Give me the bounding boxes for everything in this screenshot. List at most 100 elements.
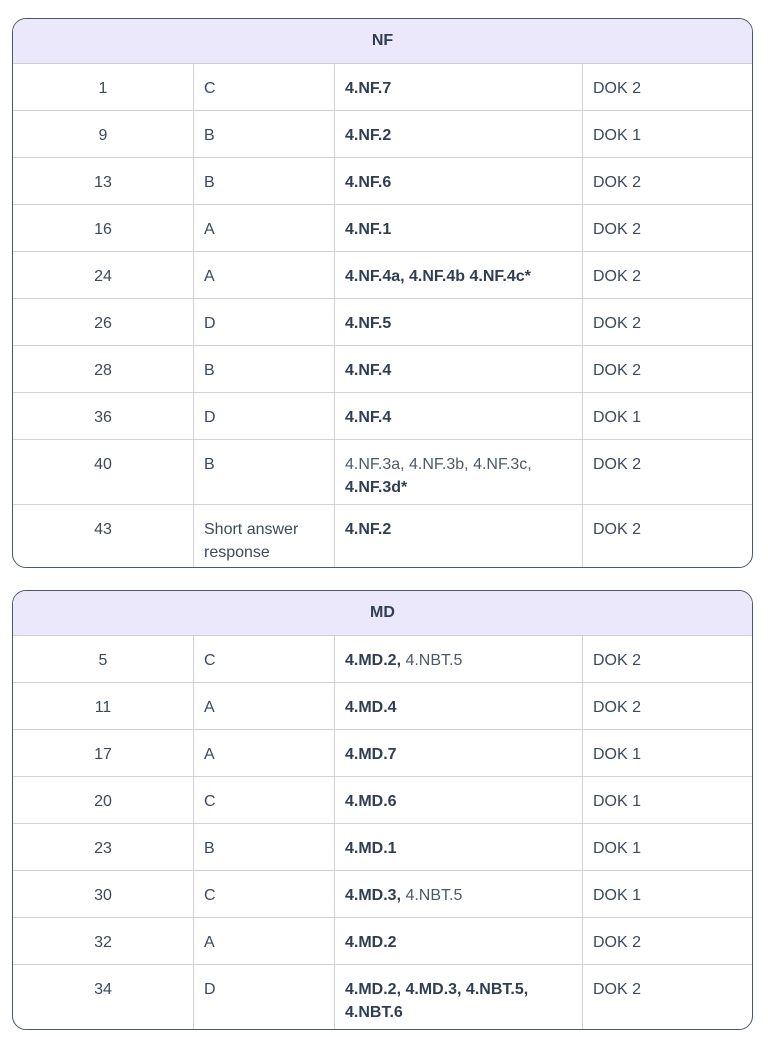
dok-level-cell: DOK 2 [593,221,642,238]
primary-standard: 4.NF.2 [345,127,392,144]
dok-level-cell: DOK 2 [593,268,642,285]
standard-cell: 4.NF.5 [335,299,583,345]
primary-standard: 4.MD.2 [345,934,397,951]
dok-level-cell: DOK 1 [593,746,642,763]
answer-key-cell: A [194,730,335,776]
secondary-standard: 4.NBT.5 [401,652,463,669]
answer-key-cell: B [194,111,335,157]
primary-standard: 4.NF.5 [345,315,392,332]
item-number-cell: 16 [13,205,194,251]
answer-key-cell: A [194,252,335,298]
primary-standard: 4.MD.2, [345,652,402,669]
standard-cell: 4.NF.2 [335,111,583,157]
answer-key-cell: D [194,299,335,345]
answer-key-cell: D [194,393,335,439]
primary-standard: 4.MD.1 [345,840,397,857]
primary-standard: 4.NF.4a, 4.NF.4b 4.NF.4c* [345,268,531,285]
dok-level-cell: DOK 2 [593,934,642,951]
dok-level-cell: DOK 2 [593,80,642,97]
standard-cell: 4.MD.4 [335,683,583,729]
standard-cell: 4.NF.2 [335,505,583,567]
standard-cell: 4.NF.1 [335,205,583,251]
dok-level-cell: DOK 1 [593,409,642,426]
item-number-cell: 5 [13,636,194,682]
item-number-cell: 32 [13,918,194,964]
standard-cell: 4.NF.3a, 4.NF.3b, 4.NF.3c, 4.NF.3d* [335,440,583,504]
dok-level-cell: DOK 2 [593,521,642,538]
answer-key-cell: C [194,777,335,823]
item-number-cell: 43 [13,505,194,567]
primary-standard: 4.NF.4 [345,409,392,426]
primary-standard: 4.MD.6 [345,793,397,810]
item-number-cell: 26 [13,299,194,345]
dok-level-cell: DOK 1 [593,887,642,904]
answer-key-cell: B [194,158,335,204]
standard-cell: 4.NF.7 [335,64,583,110]
item-number-cell: 9 [13,111,194,157]
item-number-cell: 13 [13,158,194,204]
answer-key-cell: C [194,636,335,682]
standard-cell: 4.NF.4a, 4.NF.4b 4.NF.4c* [335,252,583,298]
primary-standard: 4.NF.6 [345,174,392,191]
answer-key-cell: C [194,871,335,917]
standard-cell: 4.MD.7 [335,730,583,776]
table-header: NF [13,19,752,64]
answer-key-cell: D [194,965,335,1029]
answer-key-cell: A [194,205,335,251]
dok-level-cell: DOK 1 [593,127,642,144]
dok-level-cell: DOK 1 [593,793,642,810]
answer-key-cell: A [194,918,335,964]
standard-cell: 4.MD.1 [335,824,583,870]
secondary-standard: 4.NBT.5 [401,887,463,904]
item-number-cell: 36 [13,393,194,439]
standard-cell: 4.NF.6 [335,158,583,204]
dok-level-cell: DOK 2 [593,981,642,998]
answer-key-cell: B [194,440,335,504]
standard-cell: 4.NF.4 [335,346,583,392]
dok-level-cell: DOK 2 [593,315,642,332]
item-number-cell: 11 [13,683,194,729]
item-number-cell: 23 [13,824,194,870]
answer-key-cell: Short answer response [194,505,335,567]
standard-cell: 4.MD.3, 4.NBT.5 [335,871,583,917]
primary-standard: 4.MD.3, [345,887,402,904]
standard-cell: 4.MD.2 [335,918,583,964]
standard-cell: 4.MD.2, 4.NBT.5 [335,636,583,682]
dok-level-cell: DOK 2 [593,456,642,473]
table-header: MD [13,591,752,636]
dok-level-cell: DOK 2 [593,362,642,379]
answer-key-cell: A [194,683,335,729]
item-number-cell: 1 [13,64,194,110]
item-number-cell: 30 [13,871,194,917]
dok-level-cell: DOK 2 [593,699,642,716]
item-number-cell: 17 [13,730,194,776]
secondary-standard: 4.NF.3a, 4.NF.3b, 4.NF.3c, [345,456,532,473]
primary-standard: 4.MD.4 [345,699,397,716]
standard-cell: 4.NF.4 [335,393,583,439]
primary-standard: 4.NF.1 [345,221,392,238]
answer-key-cell: C [194,64,335,110]
answer-key-cell: B [194,346,335,392]
dok-level-cell: DOK 2 [593,174,642,191]
primary-standard: 4.MD.2, 4.MD.3, 4.NBT.5, 4.NBT.6 [345,981,529,1021]
primary-standard: 4.NF.7 [345,80,392,97]
item-number-cell: 24 [13,252,194,298]
